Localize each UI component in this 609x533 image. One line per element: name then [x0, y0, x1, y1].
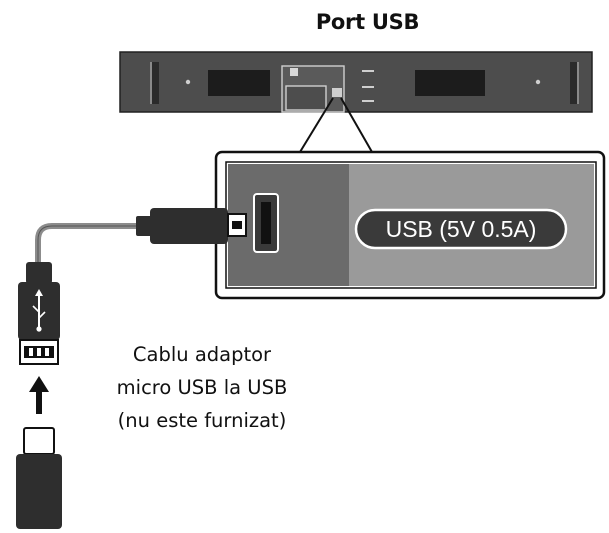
usb-a-female-end	[18, 262, 60, 365]
adaptor-caption-line-2: micro USB la USB	[116, 376, 288, 399]
adaptor-caption-line-3: (nu este furnizat)	[117, 409, 287, 432]
usb-stick-device	[16, 427, 62, 529]
usb-spec-pill	[354, 208, 568, 250]
usb-port-zoom-panel	[214, 150, 606, 300]
device-back-panel	[119, 51, 593, 113]
port-usb-title: Port USB	[315, 10, 420, 34]
usb-spec-label: USB (5V 0.5A)	[385, 216, 537, 242]
adaptor-caption-line-1: Cablu adaptor	[132, 343, 272, 366]
adaptor-caption: Cablu adaptor micro USB la USB (nu este …	[92, 338, 312, 437]
zoom-callout-lines	[299, 97, 373, 153]
adaptor-cable	[35, 208, 247, 262]
insert-arrow-icon	[29, 376, 49, 414]
